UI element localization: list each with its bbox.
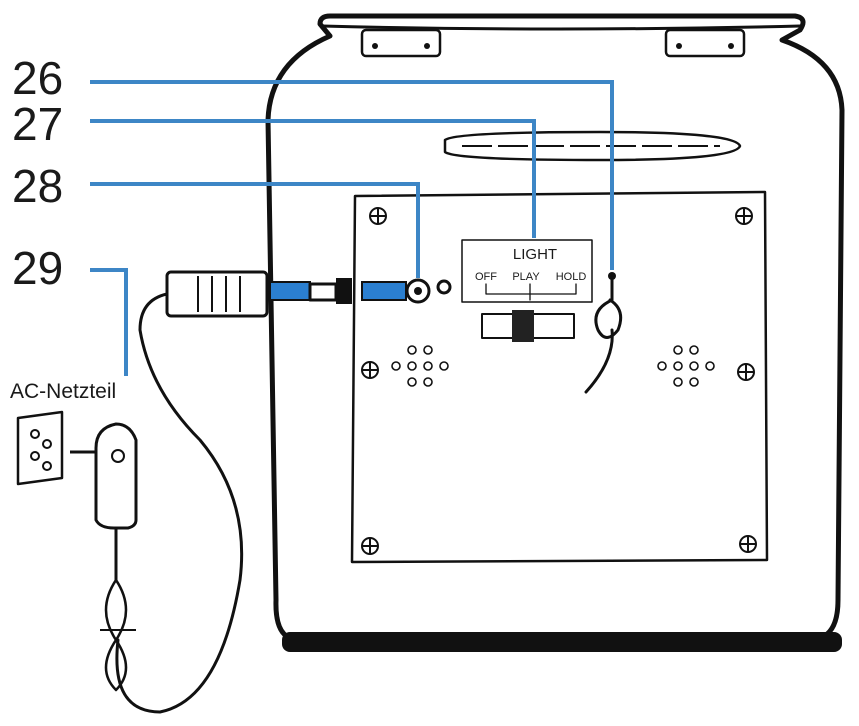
leader-line-29 xyxy=(90,268,128,376)
hinge-right xyxy=(664,28,746,58)
leader-line-27 xyxy=(90,119,536,238)
hinge-left xyxy=(360,28,442,58)
rear-panel xyxy=(350,190,769,564)
switch-position-off: OFF xyxy=(475,271,497,283)
leader-line-26 xyxy=(90,80,614,270)
vent-slot xyxy=(443,130,742,162)
power-plug xyxy=(165,270,407,318)
speaker-holes-right xyxy=(657,345,715,387)
wall-socket-icon xyxy=(16,410,64,486)
ac-adapter-label: AC-Netzteil xyxy=(10,380,116,403)
small-jack xyxy=(436,279,452,295)
light-switch-title: LIGHT xyxy=(513,246,557,263)
switch-position-play: PLAY xyxy=(512,271,540,283)
light-switch-plate: LIGHT OFF PLAY HOLD xyxy=(461,239,593,303)
device-base xyxy=(282,632,842,652)
ac-adapter xyxy=(70,422,138,692)
screw-icon xyxy=(369,207,387,225)
speaker-holes-left xyxy=(391,345,449,387)
callout-number-27: 27 xyxy=(12,98,63,150)
switch-position-hold: HOLD xyxy=(556,271,587,283)
callout-number-26: 26 xyxy=(12,52,63,104)
dc-input-jack xyxy=(405,278,431,304)
power-cable xyxy=(115,292,244,714)
light-switch-knob[interactable] xyxy=(512,310,534,342)
screw-icon xyxy=(361,361,379,379)
light-wire xyxy=(584,272,623,394)
screw-icon xyxy=(739,535,757,553)
light-switch[interactable] xyxy=(481,310,575,342)
callout-number-29: 29 xyxy=(12,242,63,294)
leader-line-28 xyxy=(90,182,420,278)
screw-icon xyxy=(737,363,755,381)
device-body xyxy=(265,13,845,652)
screw-icon xyxy=(361,537,379,555)
callout-number-28: 28 xyxy=(12,160,63,212)
screw-icon xyxy=(735,207,753,225)
